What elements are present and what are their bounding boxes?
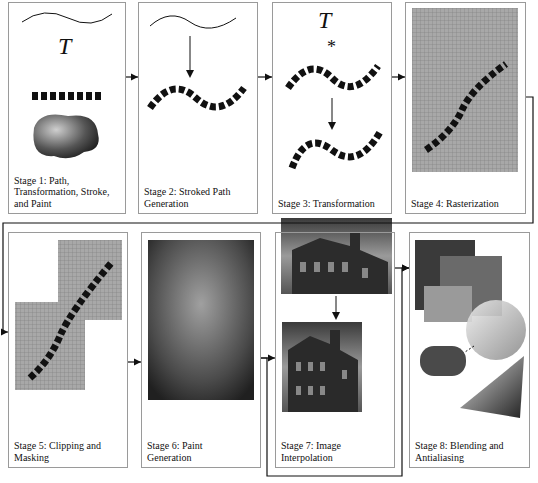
flow-arrow [1, 97, 533, 336]
stage-label: Stage 7: Image Interpolation [281, 440, 383, 463]
flow-arrow [261, 265, 409, 477]
stage-panel: Stage 8: Blending and Antialiasing [409, 232, 530, 468]
symbol-label: * [327, 38, 336, 56]
stage-label: Stage 1: Path, Transformation, Stroke, a… [14, 175, 114, 210]
stage-panel: Stage 3: Transformation [272, 2, 392, 214]
symbol-label: T [58, 34, 71, 58]
flow-arrow [395, 265, 409, 272]
stage-panel: Stage 4: Rasterization [405, 2, 526, 214]
flow-arrow [258, 74, 272, 81]
stage-label: Stage 3: Transformation [278, 198, 380, 210]
stage-panel: Stage 5: Clipping and Masking [8, 232, 128, 468]
stage-label: Stage 4: Rasterization [411, 198, 514, 210]
stage-panel: Stage 7: Image Interpolation [275, 232, 395, 468]
stage-label: Stage 2: Stroked Path Generation [144, 186, 246, 209]
stage-label: Stage 5: Clipping and Masking [14, 440, 116, 463]
symbol-label: T [318, 8, 331, 32]
flow-arrow [128, 359, 141, 366]
flow-arrow [126, 74, 138, 81]
stage-label: Stage 8: Blending and Antialiasing [415, 440, 518, 463]
stage-panel: Stage 2: Stroked Path Generation [138, 2, 258, 214]
stage-panel: Stage 6: Paint Generation [141, 232, 261, 468]
stage-label: Stage 6: Paint Generation [147, 440, 249, 463]
flow-arrow [392, 74, 405, 81]
